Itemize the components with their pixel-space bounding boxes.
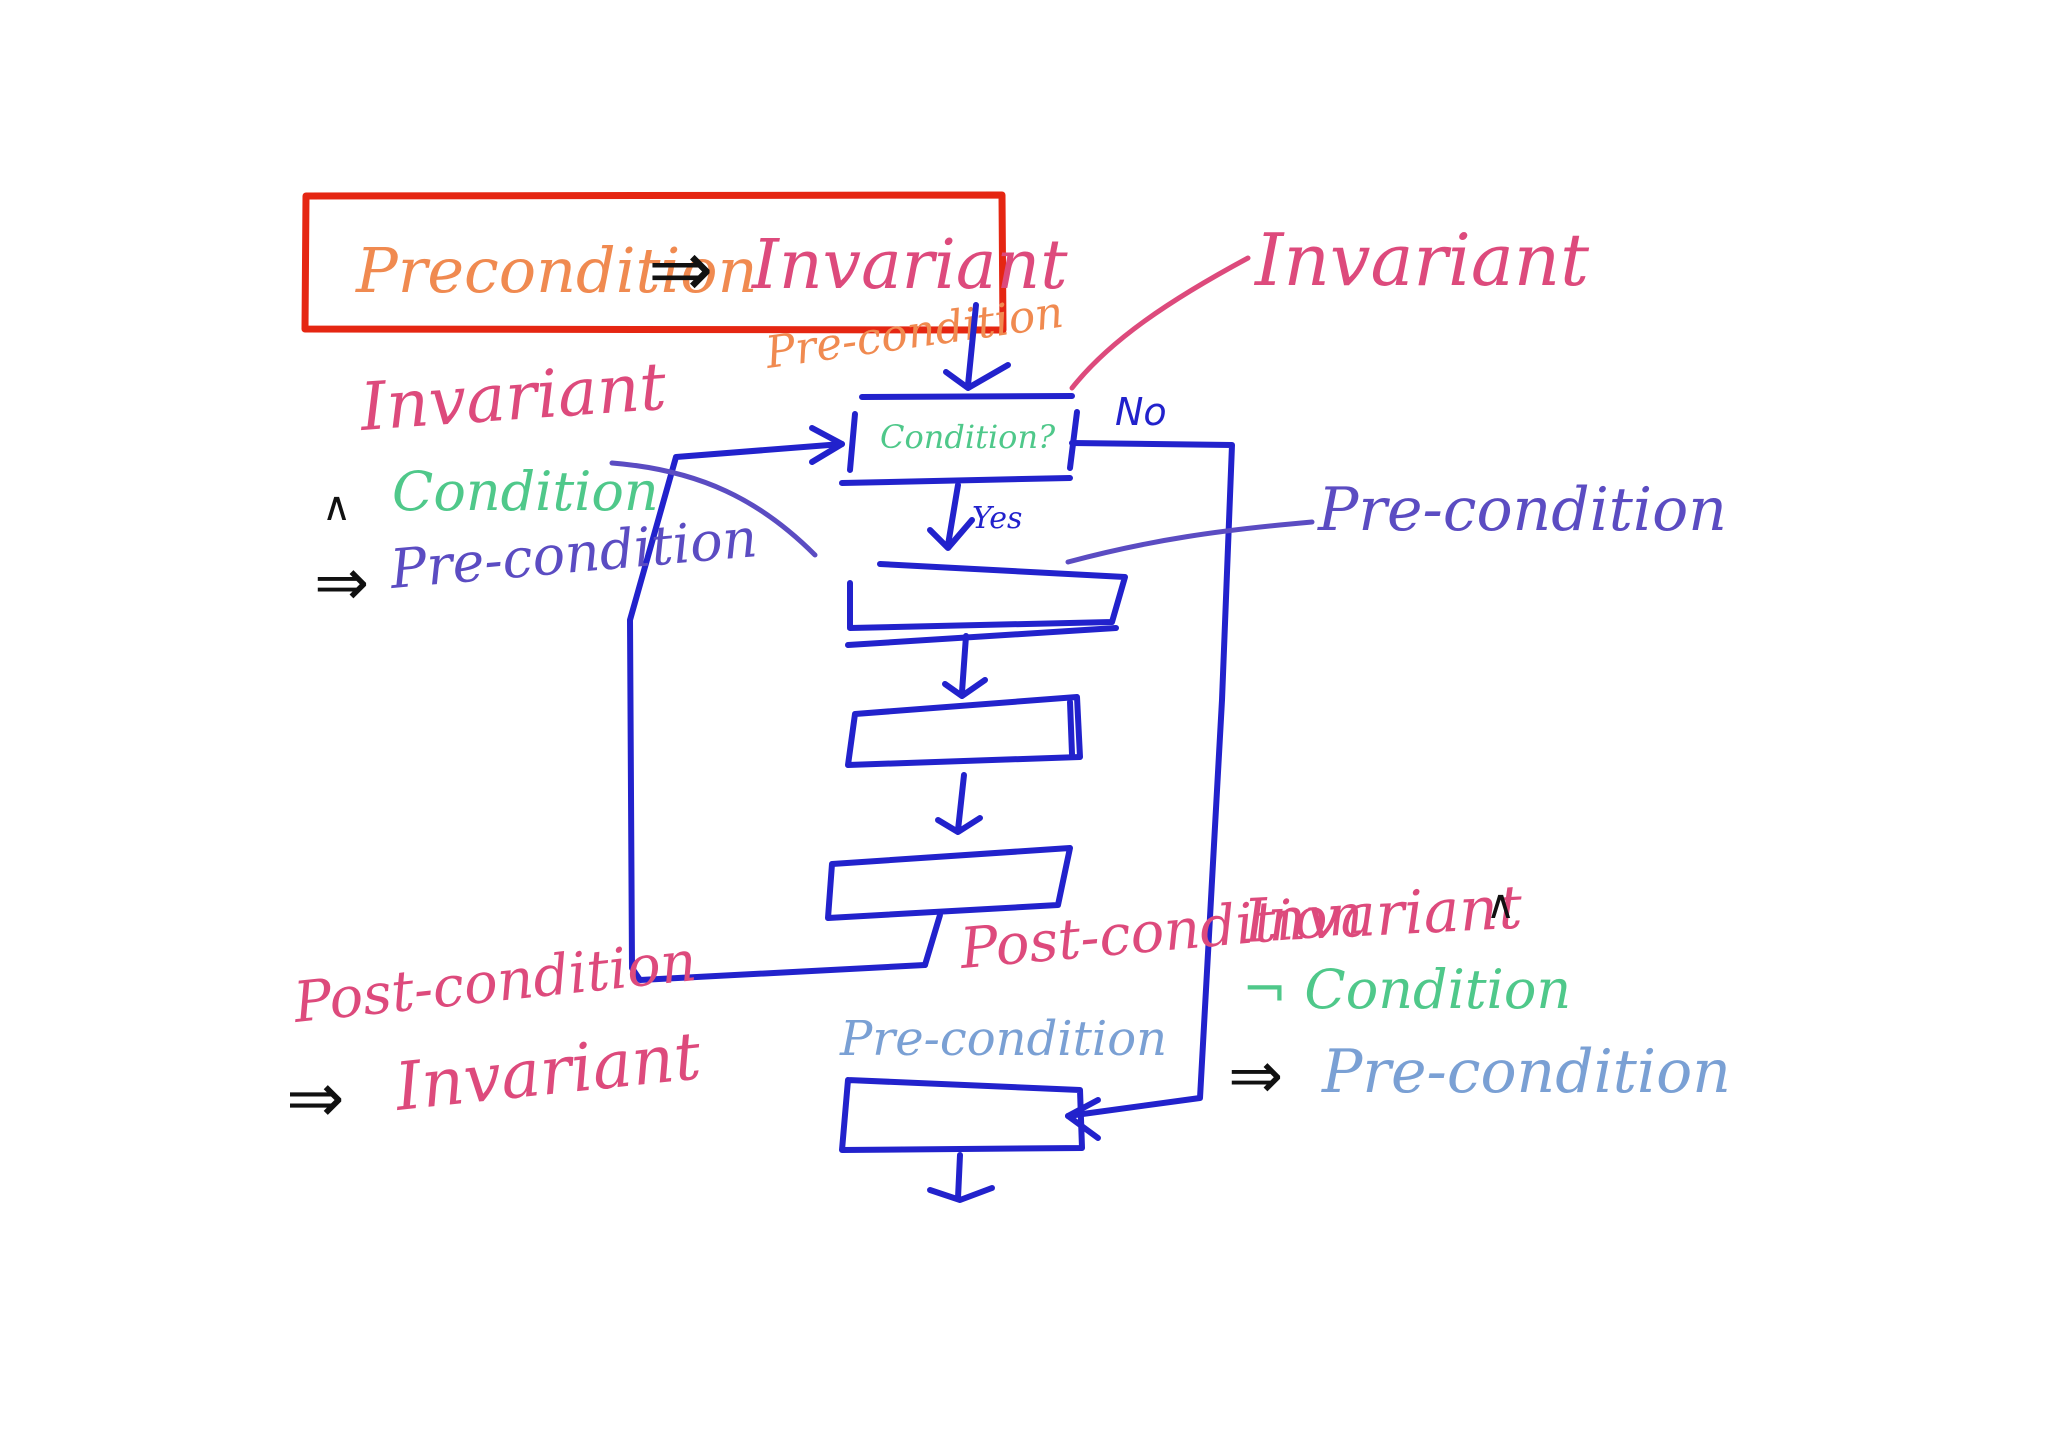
left-invariant-label: Invariant [357,348,669,446]
entry-arrow [943,302,1011,391]
right-not-condition-label: ¬ Condition [1242,958,1571,1021]
left-implies-symbol: ⇒ [314,544,369,621]
loop-step-1 [845,561,1128,648]
decision-box: Condition? [839,393,1080,486]
bottom-left-invariant-label: Invariant [391,1017,705,1126]
loop-step-2 [845,694,1083,768]
no-exit-line [1065,440,1235,1119]
bottom-left-postcondition-label: Post-condition [290,929,700,1036]
step-arrow-2 [935,772,983,835]
step-arrow-1 [942,633,988,699]
box-invariant-label: Invariant [750,226,1068,305]
no-label: No [1115,390,1167,434]
right-implies-symbol: ⇒ [1228,1037,1283,1114]
top-invariant-label: Invariant [1253,218,1590,302]
right-result-precondition-label: Pre-condition [1321,1037,1731,1107]
yes-arrow: Yes [927,482,1022,551]
no-exit-arrowhead [1065,1097,1101,1141]
decision-condition-label: Condition? [880,418,1056,456]
right-precondition-label: Pre-condition [1317,475,1727,545]
left-precondition-pointer [609,460,818,558]
exit-step-box [839,1077,1085,1153]
loop-back-line [627,441,928,983]
bottom-left-implies-symbol: ⇒ [286,1057,345,1139]
loop-step-3 [825,845,1073,968]
top-invariant-pointer [1069,255,1251,391]
loop-back-arrowhead [809,425,845,465]
right-and-symbol: ∧ [1486,882,1515,928]
right-precondition-pointer [1065,519,1315,565]
exit-arrow [927,1152,995,1203]
right-invariant-label: Invariant [1241,872,1525,957]
exit-precondition-label: Pre-condition [839,1011,1167,1067]
box-implies-symbol: ⇒ [648,225,713,315]
left-and-symbol: ∧ [322,484,351,530]
box-precondition-label: Precondition [355,234,758,307]
left-condition-label: Condition [392,460,659,523]
highlight-box: Precondition ⇒ Invariant [301,191,1068,334]
yes-label: Yes [972,501,1022,536]
